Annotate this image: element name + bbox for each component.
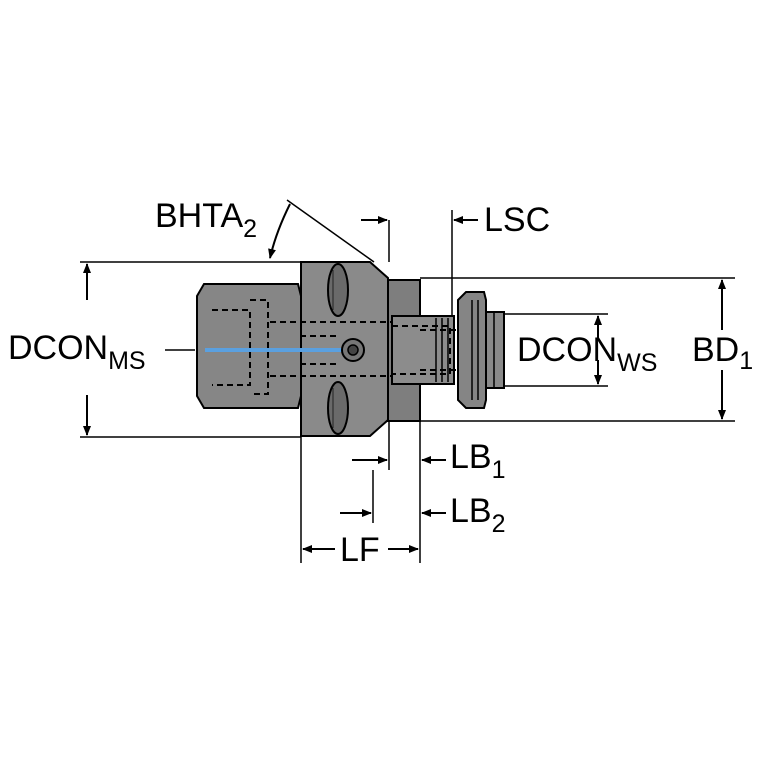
extension-lines <box>80 199 735 563</box>
front-cylinder <box>485 311 505 389</box>
central-screw-icon <box>341 338 365 362</box>
hidden-lines <box>212 299 460 395</box>
label-lsc: LSC <box>484 201 550 239</box>
upper-slot <box>327 263 349 317</box>
label-dcon-ms: DCONMS <box>8 329 146 375</box>
label-lb2: LB2 <box>450 492 506 538</box>
dimension-arrows <box>83 203 726 553</box>
label-lf: LF <box>340 531 380 569</box>
dimension-labels: BHTA2 LSC DCONMS DCONWS BD1 LB1 LB2 LF <box>8 197 753 569</box>
label-bhta: BHTA2 <box>155 197 257 243</box>
spindle-neck <box>391 315 455 385</box>
label-dcon-ws: DCONWS <box>517 331 657 377</box>
label-bd1: BD1 <box>692 331 753 375</box>
lower-slot <box>327 381 349 435</box>
label-lb1: LB1 <box>450 438 506 484</box>
tool-body <box>196 261 505 437</box>
